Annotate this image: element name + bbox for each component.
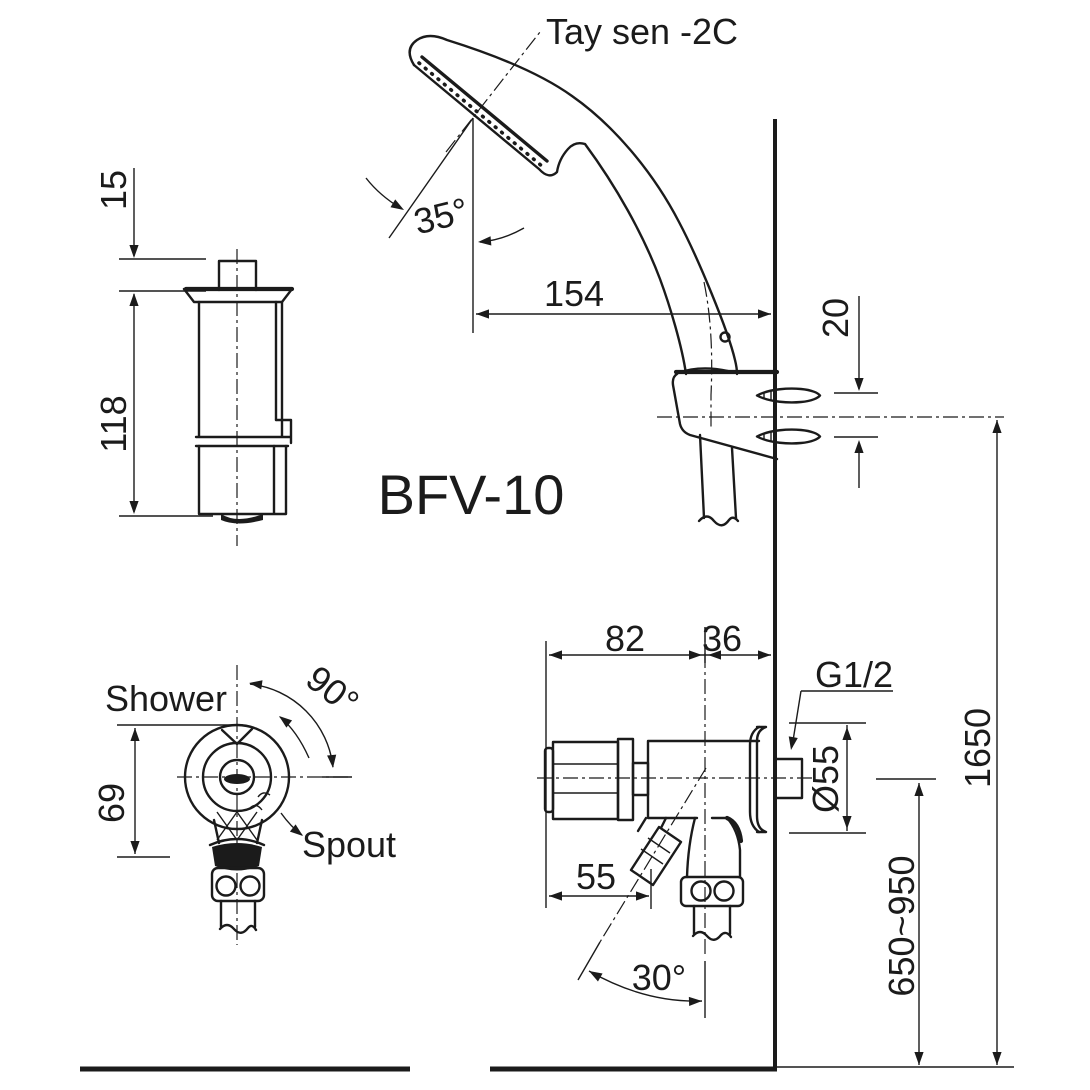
label-shower: Shower (105, 678, 227, 719)
dim-cap-height: 15 (93, 170, 134, 210)
valve-front-view (177, 665, 352, 945)
dim-handle-height: 69 (91, 783, 132, 823)
dim-bracket-height: 1650 (957, 708, 998, 788)
cartridge-view (182, 249, 295, 546)
dim-head-angle: 35° (410, 189, 473, 242)
dim-spout-offset: 55 (576, 856, 616, 897)
bracket-screw-top (755, 387, 822, 404)
hand-shower-label: Tay sen -2C (546, 11, 738, 52)
dim-screw-spacing: 20 (815, 298, 856, 338)
valve-side-view (537, 627, 812, 958)
dim-wall-offset: 36 (702, 618, 742, 659)
spout-side (629, 816, 683, 887)
dim-spout-angle: 30° (632, 957, 686, 998)
dim-body-height: 118 (93, 395, 134, 452)
valve-side-dimensions: 82 36 G1/2 Ø55 55 30° 650~950 (545, 618, 936, 1065)
product-code: BFV-10 (378, 463, 565, 526)
label-spout: Spout (302, 824, 396, 865)
floor-line (80, 1066, 1014, 1072)
knob-logo-mark (224, 774, 250, 784)
dim-body-length: 82 (605, 618, 645, 659)
hand-shower (408, 31, 739, 430)
wall-bracket (671, 367, 822, 527)
label-thread-size: G1/2 (815, 654, 893, 695)
dim-reach: 154 (544, 273, 604, 314)
dim-height-range: 650~950 (881, 855, 922, 996)
dim-flange-diameter: Ø55 (805, 745, 846, 813)
spout-front-dark (212, 843, 262, 871)
cartridge-dimensions: 15 118 (93, 168, 213, 517)
spray-holes (417, 61, 545, 169)
bracket-screw-bottom (755, 428, 822, 445)
